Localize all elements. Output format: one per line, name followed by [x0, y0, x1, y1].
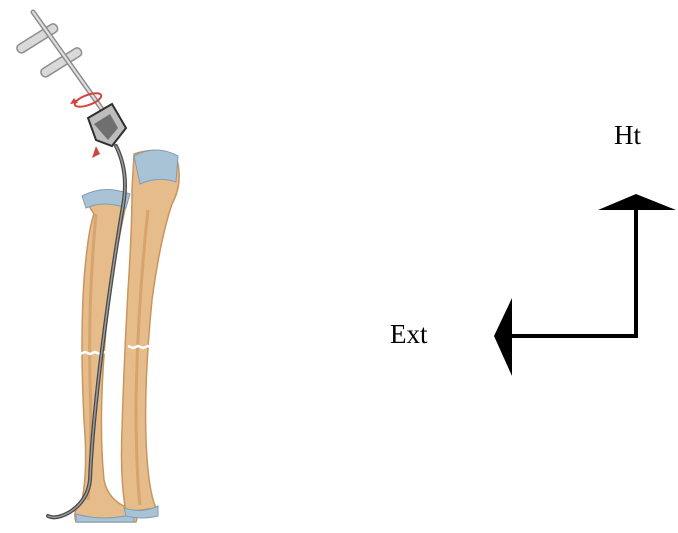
- direction-arrow: [494, 194, 676, 376]
- arrowhead-up-icon: [598, 194, 676, 210]
- bone-right: [122, 150, 180, 518]
- direction-label-up: Ht: [614, 122, 641, 149]
- forearm-illustration: [15, 12, 179, 522]
- cartilage-cap-top-right: [134, 150, 178, 184]
- direction-label-left: Ext: [390, 321, 428, 348]
- arrowhead-left-icon: [494, 298, 512, 376]
- fracture-line-right: [128, 346, 153, 348]
- insertion-arrow-icon: [92, 146, 100, 158]
- direction-arrow-shaft: [508, 206, 636, 336]
- t-handle-instrument: [15, 12, 126, 158]
